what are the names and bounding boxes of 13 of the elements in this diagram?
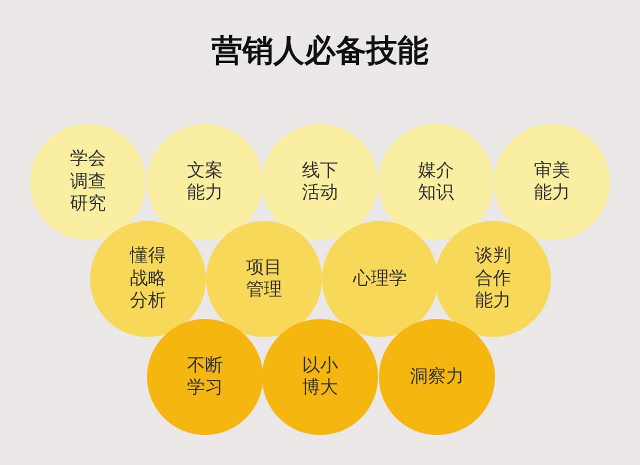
skill-label: 以小博大 [301,354,339,400]
skill-label: 懂得战略分析 [129,245,167,313]
skill-label: 洞察力 [408,366,465,388]
title: 营销人必备技能 [210,32,430,71]
skill-label: 学会调查研究 [69,148,107,216]
skill-label: 心理学 [352,268,408,290]
skill-label: 审美能力 [533,160,571,204]
skill-label: 项目管理 [245,256,283,302]
skill-label: 媒介知识 [417,160,455,204]
skill-label: 不断学习 [186,354,224,400]
skill-label: 谈判合作能力 [474,245,512,313]
skill-label: 文案能力 [186,160,224,204]
skill-label: 线下活动 [301,160,339,204]
